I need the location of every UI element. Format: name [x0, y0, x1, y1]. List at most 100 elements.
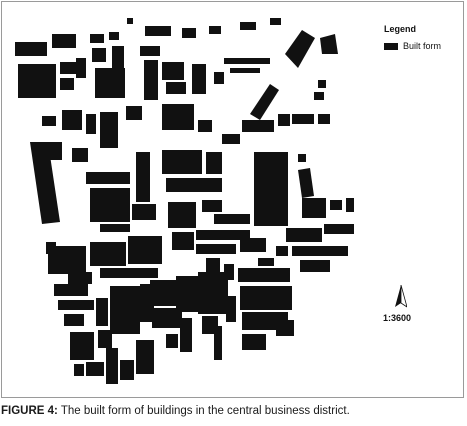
building-block	[74, 364, 84, 376]
building-block	[18, 64, 56, 98]
building-block	[298, 154, 306, 162]
building-block	[100, 268, 158, 278]
building-block	[240, 22, 256, 30]
built-form-map	[15, 18, 354, 384]
building-block	[62, 110, 82, 130]
building-block	[242, 120, 274, 132]
north-arrow-icon	[395, 285, 407, 308]
building-block	[324, 224, 354, 234]
building-block	[320, 34, 338, 54]
building-block	[276, 246, 288, 256]
building-block	[292, 246, 348, 256]
building-block	[90, 242, 126, 266]
building-block	[270, 18, 281, 25]
building-block	[92, 48, 106, 62]
building-block	[72, 148, 88, 162]
building-block	[206, 152, 222, 174]
legend-item-built-form: Built form	[384, 41, 464, 51]
building-block	[86, 172, 130, 184]
map-frame: Legend Built form 1:3600	[1, 1, 464, 398]
building-block	[86, 114, 96, 134]
building-block	[144, 60, 158, 100]
building-block	[300, 260, 330, 272]
building-block	[162, 62, 184, 80]
building-block	[258, 258, 274, 266]
building-block	[214, 214, 250, 224]
building-block	[278, 114, 290, 126]
building-block	[70, 332, 94, 360]
building-block	[162, 104, 194, 130]
building-block	[110, 286, 140, 334]
caption-label: FIGURE 4:	[1, 405, 58, 417]
building-block	[54, 284, 88, 296]
building-block	[64, 314, 84, 326]
building-block	[52, 34, 76, 48]
building-block	[120, 360, 134, 380]
building-block	[46, 142, 62, 160]
building-block	[90, 188, 130, 222]
building-block	[76, 58, 86, 78]
building-block	[68, 272, 92, 284]
building-block	[198, 120, 212, 132]
building-block	[206, 258, 220, 272]
building-block	[30, 142, 60, 224]
building-block	[250, 84, 279, 120]
building-block	[90, 34, 104, 43]
building-block	[285, 30, 315, 68]
building-block	[172, 232, 194, 250]
building-block	[224, 58, 270, 64]
building-block	[318, 80, 326, 88]
building-block	[238, 268, 290, 282]
building-block	[96, 298, 108, 326]
building-block	[214, 72, 224, 84]
building-block	[100, 224, 130, 232]
building-block	[136, 152, 150, 202]
building-block	[196, 230, 250, 240]
legend-swatch	[384, 42, 398, 50]
building-block	[230, 68, 260, 73]
building-block	[86, 362, 104, 376]
building-block	[346, 198, 354, 212]
scale-label: 1:3600	[383, 313, 412, 323]
building-block	[166, 82, 186, 94]
building-block	[330, 200, 342, 210]
building-block	[127, 18, 133, 24]
building-block	[254, 152, 288, 226]
building-block	[314, 92, 324, 100]
building-block	[286, 228, 322, 242]
building-block	[162, 150, 202, 174]
building-block	[224, 264, 234, 280]
building-block	[132, 204, 156, 220]
building-block	[198, 272, 228, 314]
caption-text: The built form of buildings in the centr…	[57, 405, 350, 417]
building-block	[209, 26, 221, 34]
building-block	[196, 244, 236, 254]
figure-caption: FIGURE 4: The built form of buildings in…	[1, 405, 350, 417]
building-block	[192, 64, 206, 94]
building-block	[302, 198, 326, 218]
building-block	[42, 116, 56, 126]
building-block	[15, 42, 47, 56]
building-block	[180, 318, 192, 352]
building-block	[318, 114, 330, 124]
building-block	[240, 286, 292, 310]
building-block	[182, 28, 196, 38]
building-block	[276, 320, 294, 336]
building-block	[298, 168, 314, 198]
building-block	[222, 134, 240, 144]
building-block	[226, 296, 236, 322]
building-block	[140, 46, 160, 56]
building-block	[242, 334, 266, 350]
building-block	[106, 348, 118, 384]
building-block	[109, 32, 119, 40]
building-block	[48, 246, 86, 274]
building-block	[145, 26, 171, 36]
building-block	[126, 106, 142, 120]
legend-title: Legend	[384, 24, 417, 34]
building-block	[58, 300, 94, 310]
building-block	[128, 236, 162, 264]
building-block	[60, 78, 74, 90]
building-block	[112, 46, 124, 70]
building-block	[176, 276, 198, 312]
building-block	[166, 178, 222, 192]
